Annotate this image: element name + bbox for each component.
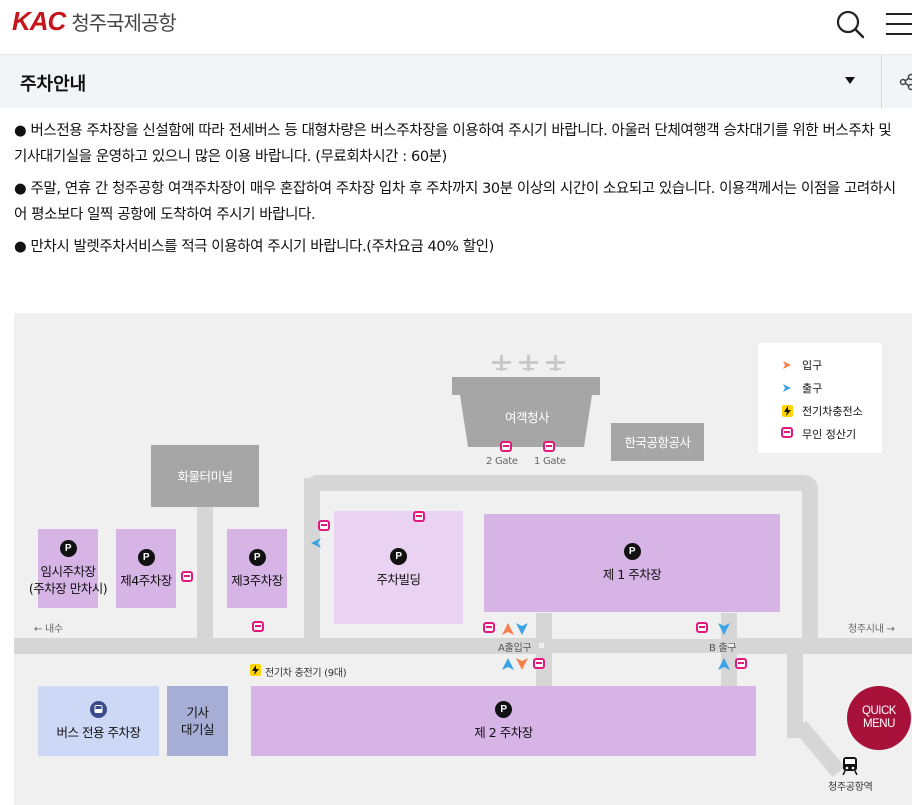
ev-charger-label: 전기차 충전기 (9대) bbox=[265, 668, 347, 679]
kiosk-icon bbox=[533, 658, 545, 669]
room-label: 기사 bbox=[186, 705, 209, 720]
gate-a-in-arrows bbox=[502, 623, 528, 635]
lot-label: 버스 전용 주차장 bbox=[56, 725, 141, 740]
road-to-station bbox=[787, 648, 803, 738]
airplane-icons bbox=[492, 353, 572, 377]
quick-menu-label: MENU bbox=[863, 718, 895, 730]
road-inner bbox=[544, 639, 729, 653]
parking-lot-1[interactable]: P 제 1 주차장 bbox=[484, 514, 780, 612]
quick-menu-button[interactable]: QUICK MENU bbox=[847, 686, 911, 750]
direction-naesu: ← 내수 bbox=[34, 624, 63, 635]
parking-icon: P bbox=[390, 547, 407, 565]
notice-item: ● 버스전용 주차장을 신설함에 따라 전세버스 등 대형차량은 버스주차장을 … bbox=[14, 123, 892, 165]
legend-entrance: 입구 bbox=[780, 353, 882, 376]
lot-label: 제 2 주차장 bbox=[474, 725, 533, 740]
station-label: 청주공항역 bbox=[828, 782, 873, 793]
legend-label: 전기차충전소 bbox=[802, 404, 863, 418]
bus-parking-lot[interactable]: 버스 전용 주차장 bbox=[38, 686, 159, 756]
exit-arrow-icon bbox=[311, 538, 321, 548]
cargo-terminal-building: 화물터미널 bbox=[151, 445, 259, 507]
train-icon bbox=[842, 757, 858, 775]
legend-label: 출구 bbox=[802, 381, 823, 395]
kiosk-icon bbox=[543, 441, 555, 452]
legend-label: 무인 정산기 bbox=[802, 427, 857, 441]
legend-label: 입구 bbox=[802, 358, 823, 372]
page-menu-bar: 주차안내 bbox=[0, 54, 912, 109]
parking-icon: P bbox=[248, 548, 266, 566]
road-vertical-cargo bbox=[197, 503, 213, 643]
temporary-parking-lot[interactable]: P 임시주차장 (주차장 만차시) bbox=[29, 529, 108, 608]
kiosk-icon bbox=[413, 511, 425, 522]
gate-b-label: B 출구 bbox=[709, 643, 737, 654]
gate-a-label: A출입구 bbox=[498, 643, 532, 654]
parking-lot-2[interactable]: P 제 2 주차장 bbox=[251, 686, 756, 756]
parking-icon: P bbox=[623, 543, 641, 560]
hamburger-menu-icon[interactable] bbox=[884, 8, 912, 40]
gate-1-label: 1 Gate bbox=[534, 456, 566, 467]
main-road bbox=[14, 638, 912, 654]
lot-sublabel: (주차장 만차시) bbox=[28, 581, 108, 596]
kiosk-icon bbox=[500, 441, 512, 452]
lot-label: 주차빌딩 bbox=[376, 571, 421, 587]
logo-mark: KAC bbox=[12, 6, 66, 36]
legend-ev: 전기차충전소 bbox=[780, 399, 882, 422]
quick-menu-label: QUICK bbox=[862, 705, 896, 717]
passenger-terminal-label: 여객청사 bbox=[504, 409, 550, 425]
notice-list: ● 버스전용 주차장을 신설함에 따라 전세버스 등 대형차량은 버스주차장을 … bbox=[14, 118, 906, 266]
chevron-down-icon[interactable] bbox=[845, 77, 855, 84]
kiosk-icon bbox=[318, 520, 330, 531]
lot-label: 제4주차장 bbox=[120, 572, 172, 588]
kiosk-icon bbox=[696, 622, 708, 633]
parking-icon: P bbox=[137, 548, 155, 566]
share-icon[interactable] bbox=[898, 73, 912, 91]
lot-label: 제 1 주차장 bbox=[602, 567, 662, 582]
bus-icon bbox=[90, 701, 107, 718]
parking-icon: P bbox=[59, 540, 77, 557]
parking-lot-4[interactable]: P 제4주차장 bbox=[116, 529, 176, 608]
road-loop-right bbox=[802, 475, 818, 645]
kac-office-building: 한국공항공사 bbox=[611, 423, 704, 461]
logo-airport-name: 청주국제공항 bbox=[71, 11, 176, 35]
road-gate-a-in bbox=[536, 613, 552, 643]
lot-label: 임시주차장 bbox=[40, 564, 96, 579]
parking-icon: P bbox=[495, 701, 512, 718]
notice-item: ● 만차시 발렛주차서비스를 적극 이용하여 주시기 바랍니다.(주차요금 40… bbox=[14, 239, 494, 255]
ev-charger-icon bbox=[781, 404, 793, 417]
road-loop-top bbox=[304, 475, 816, 491]
kiosk-icon bbox=[483, 622, 495, 633]
gate-b-in-arrow bbox=[718, 658, 730, 670]
driver-waiting-room: 기사 대기실 bbox=[167, 686, 228, 756]
gate-b-exit-arrow bbox=[718, 623, 730, 635]
ev-charger-icon bbox=[250, 664, 261, 676]
direction-city: 청주시내 → bbox=[848, 624, 895, 635]
terminal-shape bbox=[452, 377, 600, 447]
road-gate-b-in bbox=[721, 613, 737, 643]
kiosk-icon bbox=[735, 658, 747, 669]
gate-a-out-arrows bbox=[502, 658, 528, 670]
entrance-arrow-icon bbox=[783, 360, 791, 369]
search-icon[interactable] bbox=[834, 8, 866, 40]
parking-map: 여객청사 2 Gate 1 Gate 한국공항공사 화물터미널 P 임시주차장 … bbox=[14, 313, 912, 805]
gate-2-label: 2 Gate bbox=[486, 456, 518, 467]
notice-item: ● 주말, 연휴 간 청주공항 여객주차장이 매우 혼잡하여 주차장 입차 후 … bbox=[14, 181, 896, 223]
road-vertical-loop-left bbox=[304, 478, 320, 643]
map-legend: 입구 출구 전기차충전소 무인 정산기 bbox=[758, 343, 882, 453]
kiosk-icon bbox=[181, 571, 193, 582]
legend-exit: 출구 bbox=[780, 376, 882, 399]
lot-label: 제3주차장 bbox=[231, 572, 283, 588]
parking-lot-3[interactable]: P 제3주차장 bbox=[227, 529, 287, 608]
page-title: 주차안내 bbox=[20, 74, 87, 95]
site-header: KAC 청주국제공항 bbox=[0, 0, 912, 54]
exit-arrow-icon bbox=[783, 383, 791, 392]
room-label: 대기실 bbox=[180, 722, 215, 737]
legend-kiosk: 무인 정산기 bbox=[780, 422, 882, 445]
kiosk-icon bbox=[781, 426, 793, 438]
parking-building[interactable]: P 주차빌딩 bbox=[334, 511, 463, 624]
site-logo[interactable]: KAC 청주국제공항 bbox=[12, 6, 177, 37]
road-to-station-diag bbox=[794, 720, 845, 777]
kiosk-icon bbox=[252, 621, 264, 632]
divider bbox=[881, 55, 882, 109]
